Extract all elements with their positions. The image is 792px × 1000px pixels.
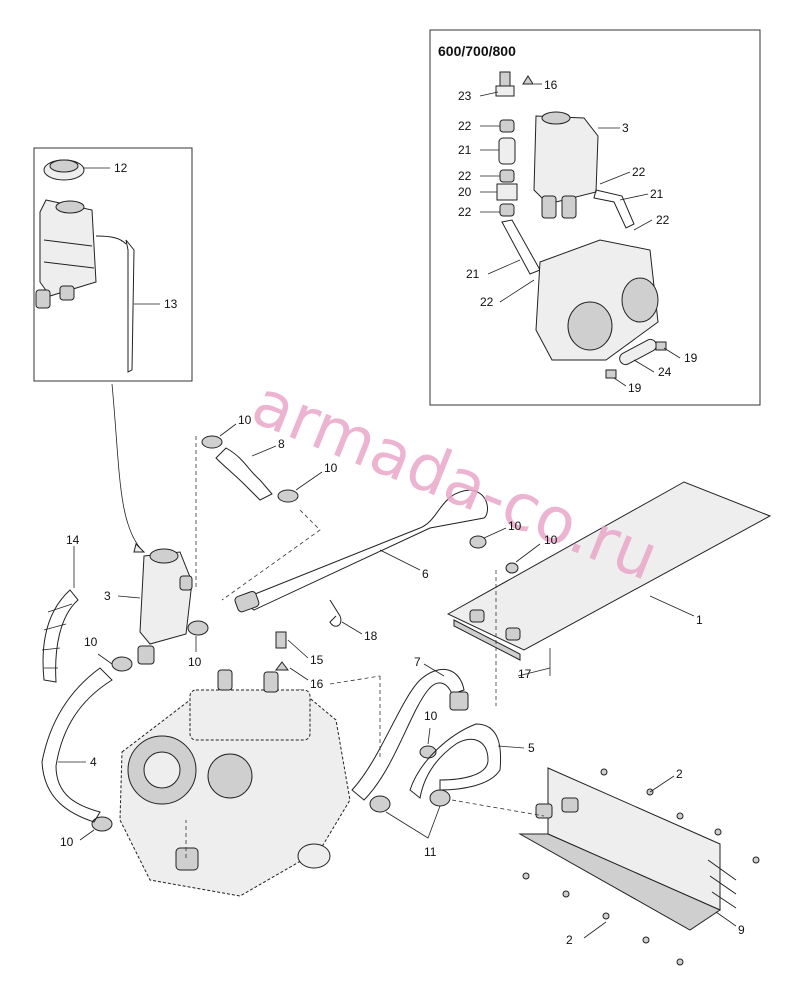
callout-13: 13 [164,297,178,311]
callout-22-d: 22 [458,205,472,219]
callout-22-c: 22 [458,169,472,183]
clamps-10 [91,435,519,832]
clamp-18 [329,599,342,627]
callout-14: 14 [66,533,80,547]
callout-19-b: 19 [628,381,642,395]
callout-22-b: 22 [632,165,646,179]
callout-1: 1 [696,613,703,627]
hose-assembly-inset [496,119,541,275]
overflow-hose-13 [95,235,135,373]
callout-23: 23 [458,89,472,103]
callout-21-b: 21 [650,187,664,201]
callout-10-f: 10 [188,655,202,669]
callout-10-h: 10 [60,835,74,849]
heat-exchanger-1 [446,481,772,661]
callout-2-b: 2 [566,933,573,947]
callout-3-inset: 3 [622,121,629,135]
callout-10-a: 10 [238,413,252,427]
inset-leader-lines [479,83,681,387]
fitting-23 [495,71,515,97]
sensor-15 [275,631,287,649]
callout-22-e: 22 [656,213,670,227]
inset-title: 600/700/800 [438,43,516,59]
callout-12: 12 [114,161,128,175]
callout-22-f: 22 [480,295,494,309]
callout-15: 15 [310,653,324,667]
hose-8 [215,447,273,501]
reservoir-cap-12 [43,159,85,181]
sensor-16-inset [522,75,534,85]
callout-19-a: 19 [684,351,698,365]
callout-labels: 12 13 16 23 22 3 21 22 22 20 21 22 22 21… [60,78,745,947]
callout-11: 11 [424,845,437,859]
engine-inset [535,239,667,379]
hose-4 [41,667,113,823]
assembly-guides [185,436,545,858]
callout-16-main: 16 [310,677,324,691]
callout-22-a: 22 [458,119,472,133]
bolts-2 [522,768,760,966]
hose-7 [351,669,465,801]
callout-24: 24 [658,365,672,379]
callout-7: 7 [414,655,421,669]
callout-10-b: 10 [324,461,338,475]
reservoir-3-inset [533,111,599,219]
hose-21-inset-right [593,189,635,229]
callout-3-main: 3 [104,589,111,603]
callout-21-c: 21 [466,267,480,281]
callout-5: 5 [528,741,535,755]
callout-20: 20 [458,185,472,199]
hose-14 [42,589,79,683]
callout-17: 17 [518,667,532,681]
callout-10-d: 10 [544,533,558,547]
reservoir-link-arrow [111,383,141,549]
callout-18: 18 [364,629,378,643]
callout-10-c: 10 [508,519,522,533]
callout-10-e: 10 [84,635,98,649]
callout-16-inset: 16 [544,78,558,92]
heat-exchanger-9 [518,767,737,931]
reservoir-small [35,199,97,309]
callout-21-a: 21 [458,143,472,157]
sensor-16-main [275,661,289,671]
hose-5 [409,723,502,799]
callout-9: 9 [738,923,745,937]
engine-block [119,669,351,897]
callout-4: 4 [90,755,97,769]
reservoir-3-main [137,548,193,665]
hose-6 [238,489,488,611]
connectors-11 [369,789,451,813]
callout-2-a: 2 [676,767,683,781]
callout-8: 8 [278,437,285,451]
callout-6: 6 [422,567,429,581]
callout-10-g: 10 [424,709,438,723]
